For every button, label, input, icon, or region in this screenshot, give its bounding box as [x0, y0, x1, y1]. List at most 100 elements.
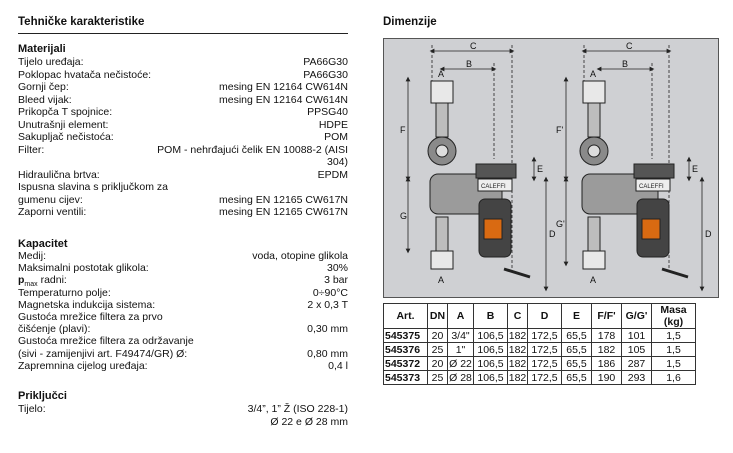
row-label: Gornji čep: — [18, 81, 69, 93]
table-header-cell: F/F' — [591, 303, 622, 329]
row-label: Magnetska indukcija sistema: — [18, 298, 156, 311]
row-label: Prikopča T spojnice: — [18, 106, 113, 118]
row-value: POM — [324, 131, 348, 143]
table-cell: 182 — [507, 370, 528, 385]
table-header-cell: A — [447, 303, 474, 329]
pmax-subscript: max — [24, 281, 38, 289]
table-header-cell: Masa (kg) — [651, 303, 696, 329]
brand-logo: CALEFFI — [481, 184, 506, 190]
row-label: Filter: — [18, 143, 45, 156]
row-label: Bleed vijak: — [18, 93, 72, 106]
row-label: Ispusna slavina s priključkom za — [18, 181, 168, 193]
table-cell: 293 — [621, 370, 652, 385]
table-cell: 287 — [621, 356, 652, 371]
table-cell: 172,5 — [527, 342, 562, 357]
row-value: Ø 22 e Ø 28 mm — [270, 416, 348, 428]
dim-label-e-right: E — [692, 164, 698, 174]
row-value: 30% — [326, 262, 348, 275]
table-cell: 106,5 — [473, 328, 508, 343]
table-cell: 186 — [591, 356, 622, 371]
page-title: Tehničke karakteristike — [18, 16, 145, 28]
table-cell: 545375 — [383, 328, 428, 343]
dim-label-e: E — [537, 164, 543, 174]
row-label: Gustoća mrežice filtera za prvo — [18, 311, 163, 323]
row-label: Zapremnina cijelog uređaja: — [18, 359, 148, 372]
row-value: POM - nehrđajući čelik EN 10088-2 (AISI — [157, 143, 348, 156]
table-header-cell: G/G' — [621, 303, 652, 329]
row-value: EPDM — [317, 168, 348, 181]
dim-label-f-prime: F' — [556, 125, 563, 135]
table-cell: 172,5 — [527, 356, 562, 371]
table-cell: 106,5 — [473, 370, 508, 385]
section-heading-kapacitet: Kapacitet — [18, 238, 68, 250]
row-label: Zaporni ventili: — [18, 206, 87, 218]
row-label: Medij: — [18, 250, 47, 262]
row-value: 0,80 mm — [307, 347, 348, 360]
table-header-cell: B — [473, 303, 508, 329]
table-cell: 178 — [591, 328, 622, 343]
table-cell: 25 — [427, 370, 448, 385]
table-cell: 545376 — [383, 342, 428, 357]
row-label: Tijelo: — [18, 403, 46, 415]
row-value: PA66G30 — [303, 56, 348, 68]
table-cell: 545372 — [383, 356, 428, 371]
table-cell: 106,5 — [473, 342, 508, 357]
row-value: 3/4”, 1” Ž (ISO 228-1) — [247, 403, 348, 415]
row-label: Gustoća mrežice filtera za održavanje — [18, 335, 194, 348]
table-cell: Ø 22 — [447, 356, 474, 371]
dim-label-b: B — [466, 59, 472, 69]
dim-label-g: G — [400, 211, 407, 221]
dim-label-g-prime: G' — [556, 219, 565, 229]
row-value: mesing EN 12165 CW617N — [219, 206, 348, 218]
brand-logo-right: CALEFFI — [639, 184, 664, 190]
divider — [18, 33, 348, 34]
table-cell: 105 — [621, 342, 652, 357]
row-value: 304) — [326, 156, 348, 168]
table-cell: 1,5 — [651, 328, 696, 343]
table-cell: 1" — [447, 342, 474, 357]
row-value: 2 x 0,3 T — [307, 298, 348, 311]
dim-label-d-right: D — [705, 229, 712, 239]
dimension-drawing: C B F G E D A A C B F' G' E D A A CALEFF… — [400, 41, 712, 292]
table-cell: 65,5 — [561, 370, 592, 385]
row-value: 0,4 l — [328, 359, 348, 372]
table-cell: 65,5 — [561, 342, 592, 357]
row-label: (sivi - zamijenjivi art. F49474/GR) Ø: — [18, 347, 188, 360]
row-value: 0÷90°C — [312, 286, 348, 299]
dim-label-a-right-bottom: A — [590, 275, 596, 285]
row-label: gumenu cijev: — [18, 193, 83, 206]
row-value: mesing EN 12164 CW614N — [219, 93, 348, 106]
table-cell: 182 — [507, 342, 528, 357]
row-value: HDPE — [318, 118, 348, 131]
table-cell: 1,5 — [651, 342, 696, 357]
row-value: 3 bar — [324, 274, 348, 287]
table-cell: 1,5 — [651, 356, 696, 371]
row-label: čišćenje (plavi): — [18, 323, 91, 336]
dim-label-b-right: B — [622, 59, 628, 69]
table-cell: 101 — [621, 328, 652, 343]
row-value: mesing EN 12165 CW617N — [219, 193, 348, 206]
table-cell: 20 — [427, 328, 448, 343]
technical-drawing: C B F G E D A A C B F' G' E D A A CALEFF… — [383, 38, 719, 298]
dim-label-c-right: C — [626, 41, 633, 51]
table-cell: 106,5 — [473, 356, 508, 371]
table-cell: 65,5 — [561, 328, 592, 343]
table-cell: 182 — [507, 328, 528, 343]
row-value: PPSG40 — [307, 106, 348, 118]
table-cell: 3/4" — [447, 328, 474, 343]
table-cell: 545373 — [383, 370, 428, 385]
row-label: Sakupljač nečistoća: — [18, 131, 114, 143]
section-heading-materijali: Materijali — [18, 43, 66, 55]
dim-label-d: D — [549, 229, 556, 239]
table-header-cell: D — [527, 303, 562, 329]
row-label: Tijelo uređaja: — [18, 56, 84, 68]
dim-label-c: C — [470, 41, 477, 51]
dim-label-f: F — [400, 125, 406, 135]
row-label: Unutrašnji element: — [18, 118, 109, 131]
